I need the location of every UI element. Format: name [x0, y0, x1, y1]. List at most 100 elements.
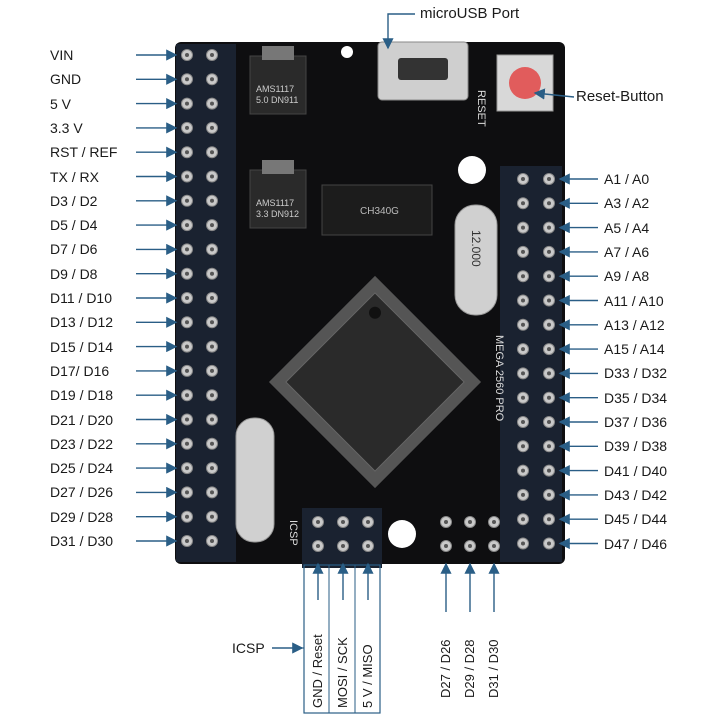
pad-hole [547, 371, 551, 376]
icsp-silkscreen: ICSP [287, 520, 299, 546]
pad-hole [521, 274, 525, 279]
left-pin-label: D3 / D2 [50, 192, 98, 209]
model-silkscreen: MEGA 2560 PRO [493, 335, 505, 422]
bottom-pin-label: D27 / D26 [438, 639, 453, 698]
pad-hole [185, 77, 189, 82]
left-pin-label: D7 / D6 [50, 241, 98, 258]
icsp-pin-label: GND / Reset [310, 634, 325, 708]
right-pin-label: D41 / D40 [604, 462, 668, 479]
pad-hole [210, 125, 214, 130]
pad-hole [316, 544, 320, 548]
reset-arrow [533, 88, 575, 100]
pad-hole [210, 490, 214, 495]
left-pin-label: D13 / D12 [50, 314, 114, 331]
pad-hole [468, 544, 472, 548]
crystal-text: 12.000 [469, 230, 483, 267]
left-pin-label: D31 / D30 [50, 533, 114, 549]
left-pin-label: D17/ D16 [50, 362, 110, 379]
pad-hole [210, 53, 214, 57]
pad-hole [210, 174, 214, 179]
pad-hole [185, 101, 189, 106]
pad-hole [547, 298, 551, 303]
pad-hole [366, 544, 370, 548]
pad-hole [210, 393, 214, 398]
right-pin-label: A3 / A2 [604, 195, 650, 212]
left-pin-label: 3.3 V [50, 119, 83, 136]
pad-hole [185, 417, 189, 422]
icsp-pin-label: 5 V / MISO [360, 644, 375, 708]
right-pin-label: A15 / A14 [604, 341, 665, 358]
pad-hole [492, 520, 496, 524]
pad-hole [185, 368, 189, 373]
right-pin-label: A7 / A6 [604, 243, 650, 260]
left-pin-label: VIN [50, 47, 74, 63]
right-pin-label: D35 / D34 [604, 389, 668, 406]
regulator-3v3 [249, 169, 307, 229]
pad-hole [444, 544, 448, 548]
pad-hole [210, 77, 214, 82]
pad-hole [185, 320, 189, 325]
pad-hole [316, 520, 320, 524]
usb-chip [321, 184, 433, 236]
pad-hole [210, 320, 214, 325]
pad-hole [185, 539, 189, 543]
pad-hole [185, 53, 189, 57]
pad-hole [185, 466, 189, 471]
pad-hole [521, 177, 525, 181]
pad-hole [185, 490, 189, 495]
pad-hole [210, 344, 214, 349]
left-pin-label: D11 / D10 [50, 290, 112, 306]
pad-hole [185, 344, 189, 349]
pad-hole [521, 322, 525, 327]
right-pin-label: D43 / D42 [604, 486, 668, 503]
icsp-box [303, 564, 381, 714]
pad-hole [547, 322, 551, 327]
pad-hole [521, 347, 525, 352]
pad-hole [547, 201, 551, 206]
pad-hole [521, 444, 525, 449]
pad-hole [210, 198, 214, 203]
pad-hole [547, 347, 551, 352]
pad-hole [185, 223, 189, 228]
pad-hole [547, 249, 551, 254]
pad-hole [210, 223, 214, 228]
pad-hole [185, 441, 189, 446]
usb-chip-text: CH340G [360, 206, 399, 217]
reset-button-knob [509, 67, 541, 99]
pad-hole [185, 125, 189, 130]
pad-hole [547, 541, 551, 546]
bottom-pin-label: D29 / D28 [462, 639, 477, 698]
crystal-top [454, 204, 498, 316]
pad-hole [210, 514, 214, 519]
pad-hole [521, 541, 525, 546]
pad-hole [521, 225, 525, 230]
icsp-label: ICSP [232, 640, 265, 656]
left-pin-label: D27 / D26 [50, 484, 114, 501]
pad-hole [185, 514, 189, 519]
pad-hole [521, 371, 525, 376]
pad-hole [547, 420, 551, 424]
left-pin-label: D5 / D4 [50, 217, 98, 234]
icsp-pin-label: MOSI / SCK [335, 637, 350, 708]
pad-hole [341, 520, 345, 524]
pad-hole [492, 544, 496, 548]
left-pin-label: D23 / D22 [50, 435, 114, 452]
right-pin-label: D45 / D44 [604, 511, 668, 528]
pad-hole [547, 468, 551, 473]
pad-hole [547, 492, 551, 497]
pad-hole [185, 247, 189, 252]
right-pin-label: D47 / D46 [604, 535, 668, 552]
right-pin-label: A9 / A8 [604, 268, 650, 285]
left-pin-label: GND [50, 71, 82, 88]
pad-hole [521, 298, 525, 303]
regulator-5v [249, 55, 307, 115]
reset-silkscreen: RESET [475, 90, 487, 127]
pad-hole [210, 539, 214, 543]
usb-arrow [382, 13, 415, 50]
mount-hole-top [458, 156, 486, 184]
left-pin-label: D19 / D18 [50, 387, 114, 404]
pad-hole [547, 225, 551, 230]
